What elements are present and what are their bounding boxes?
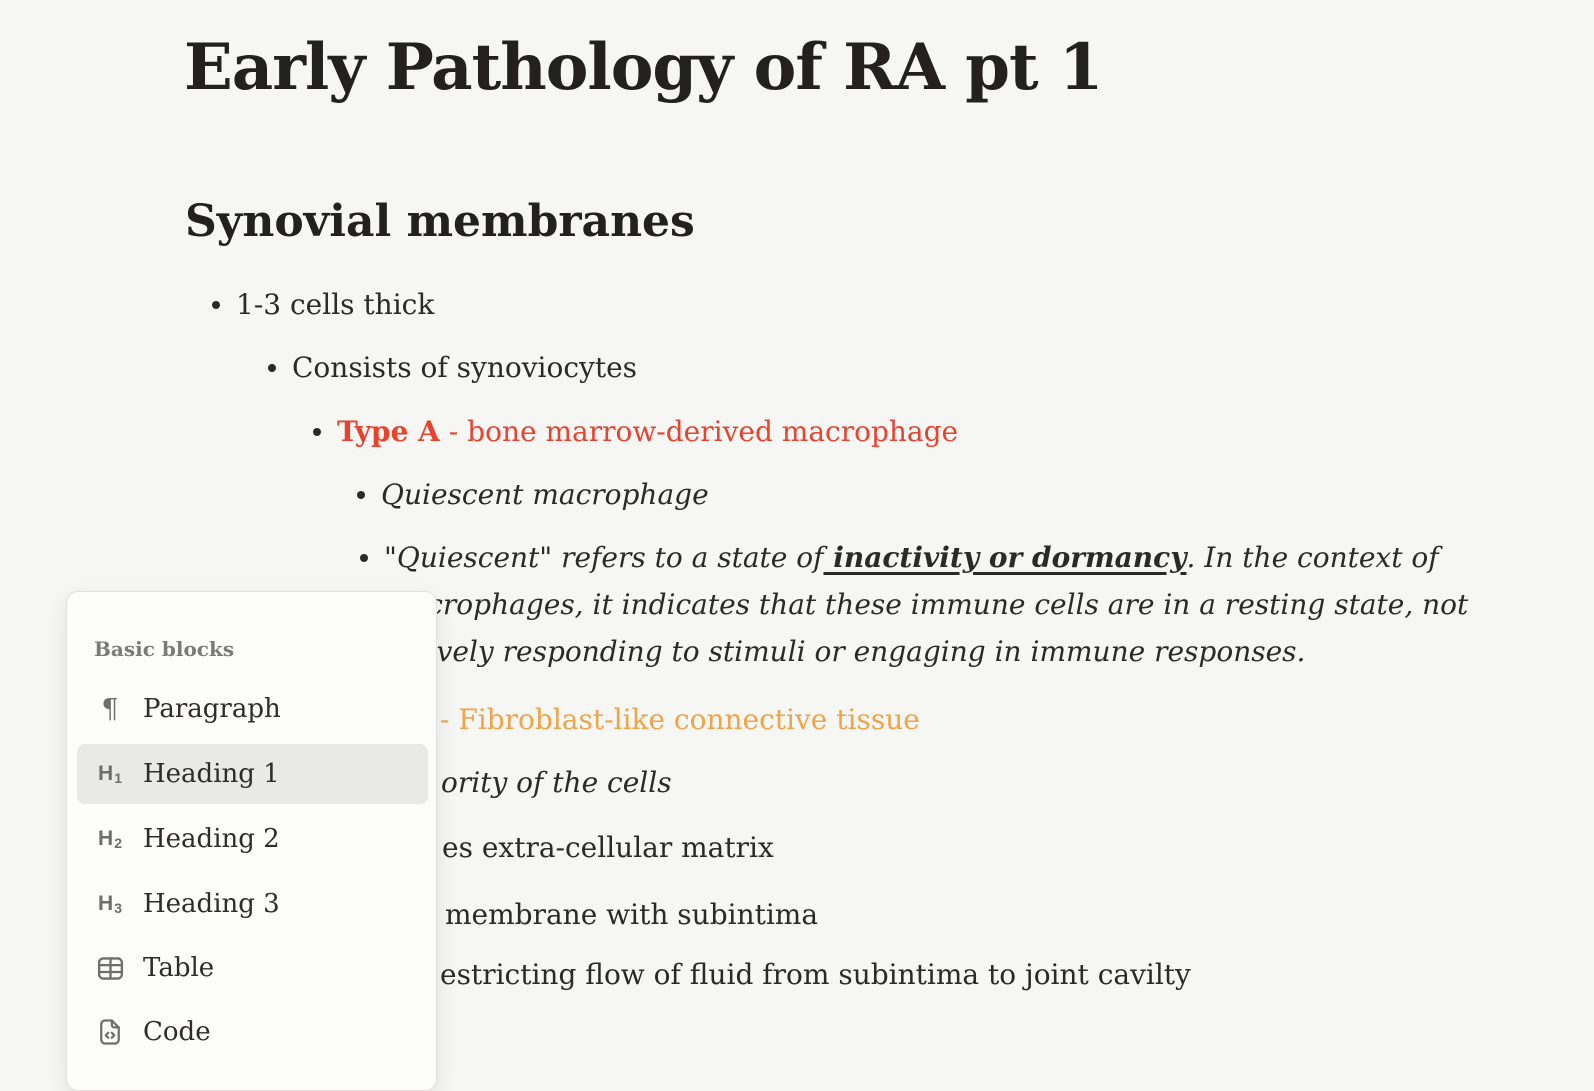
list-item-restricting[interactable]: estricting flow of fluid from subintima …	[440, 958, 1191, 991]
list-item-cells-thick[interactable]: 1-3 cells thick	[211, 285, 434, 325]
menu-item-heading-1[interactable]: H1 Heading 1	[77, 744, 428, 804]
menu-item-label: Paragraph	[143, 694, 281, 724]
type-a-label: Type A	[337, 415, 440, 448]
list-item-matrix[interactable]: es extra-cellular matrix	[442, 831, 774, 864]
section-heading[interactable]: Synovial membranes	[185, 196, 695, 247]
list-item-synoviocytes[interactable]: Consists of synoviocytes	[267, 348, 637, 388]
pilcrow-glyph: ¶	[101, 693, 119, 725]
menu-item-label: Code	[143, 1017, 211, 1047]
block-insert-popup: Basic blocks ¶ Paragraph H1 Heading 1 H2…	[66, 591, 437, 1091]
list-item-quote-line3[interactable]: actively responding to stimuli or engagi…	[384, 635, 1306, 668]
type-a-text: - bone marrow-derived macrophage	[439, 415, 959, 448]
menu-item-label: Heading 1	[143, 759, 280, 789]
pilcrow-icon: ¶	[93, 694, 127, 725]
quote-post: . In the context of	[1186, 541, 1439, 574]
menu-item-label: Table	[143, 953, 215, 983]
h2-icon: H2	[98, 827, 122, 851]
list-item-majority[interactable]: ority of the cells	[441, 766, 672, 799]
table-icon	[93, 953, 127, 984]
menu-item-heading-2[interactable]: H2 Heading 2	[77, 809, 428, 869]
menu-item-heading-3[interactable]: H3 Heading 3	[77, 874, 428, 934]
quote-emphasis: inactivity or dormancy	[823, 541, 1187, 574]
menu-item-paragraph[interactable]: ¶ Paragraph	[77, 679, 428, 739]
list-item-type-a[interactable]: Type A - bone marrow-derived macrophage	[312, 412, 959, 452]
menu-item-code[interactable]: Code	[77, 1002, 428, 1062]
list-item-quote-line2[interactable]: macrophages, it indicates that these imm…	[384, 588, 1469, 621]
list-item-quote-line1[interactable]: "Quiescent" refers to a state of inactiv…	[360, 538, 1439, 578]
list-item-membrane[interactable]: membrane with subintima	[445, 898, 819, 931]
code-icon	[93, 1017, 127, 1047]
list-item-fibroblast[interactable]: - Fibroblast-like connective tissue	[440, 703, 920, 736]
menu-item-table[interactable]: Table	[77, 938, 428, 998]
menu-item-label: Heading 2	[143, 824, 280, 854]
list-item-quiescent[interactable]: Quiescent macrophage	[357, 475, 709, 515]
page-title[interactable]: Early Pathology of RA pt 1	[184, 30, 1103, 105]
menu-item-label: Heading 3	[143, 889, 280, 919]
h3-icon: H3	[98, 892, 122, 916]
popup-section-label: Basic blocks	[94, 637, 235, 661]
h1-icon: H1	[98, 762, 122, 786]
quote-pre: "Quiescent" refers to a state of	[384, 541, 824, 574]
